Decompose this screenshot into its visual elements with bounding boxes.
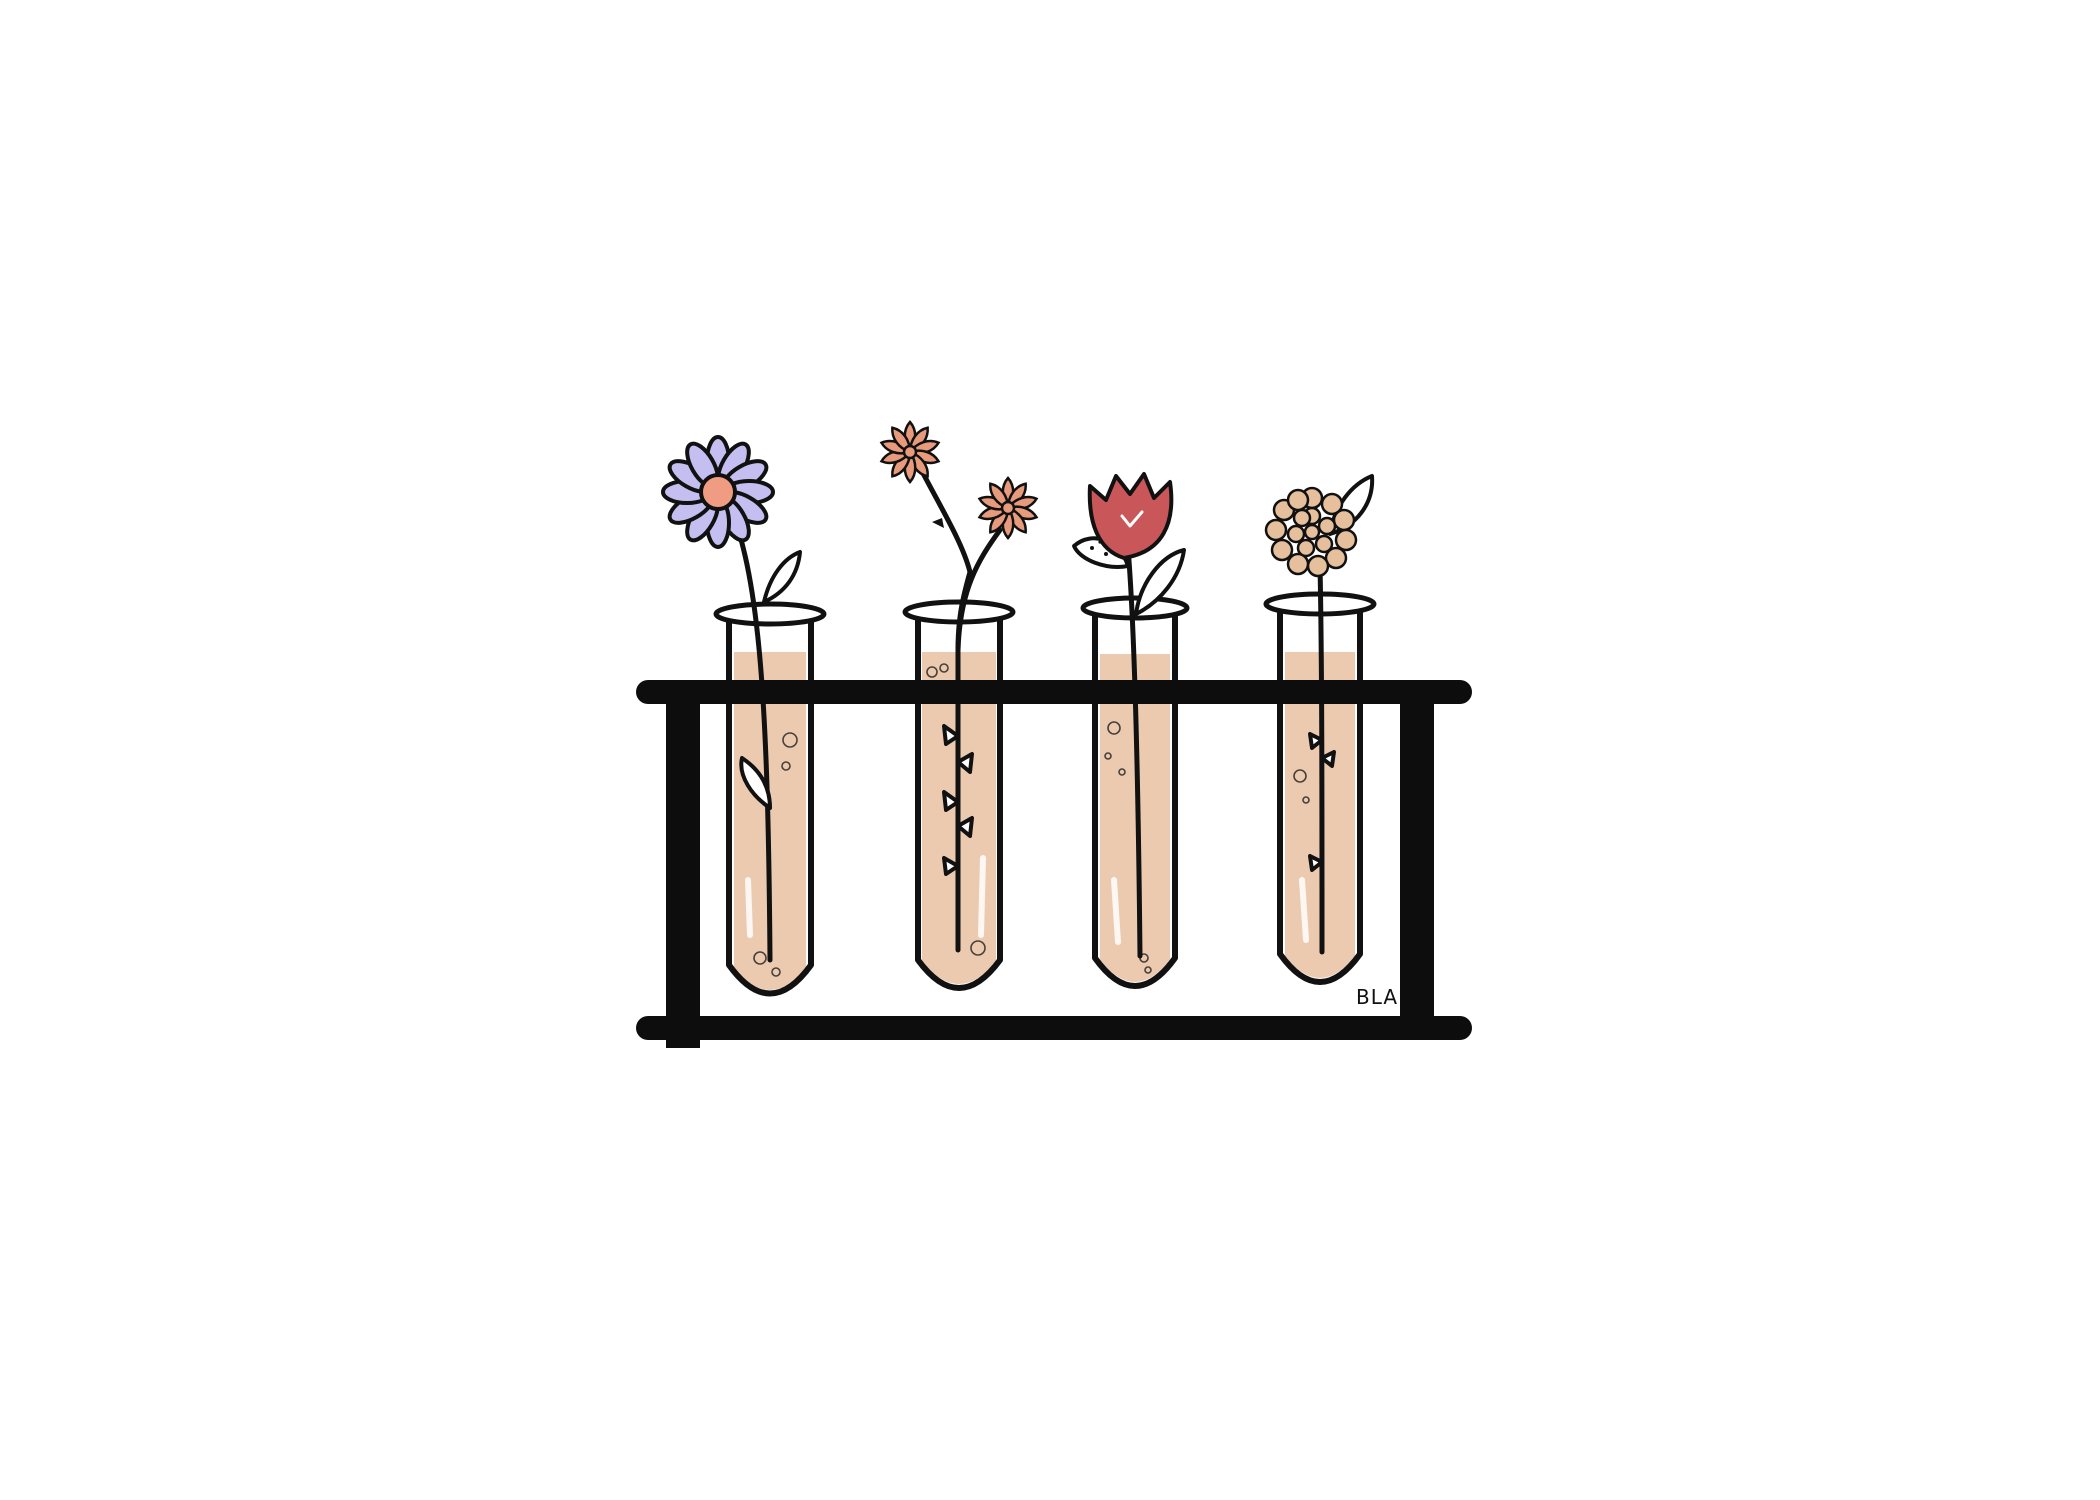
tulip-flower (1087, 472, 1174, 560)
tube-1-bubbles (753, 732, 798, 977)
stem-2-thorns (942, 724, 974, 876)
test-tube-3 (1080, 595, 1190, 989)
orange-flower-right (976, 476, 1040, 540)
orange-flower-left (878, 420, 942, 484)
tube-2-bubbles (926, 663, 986, 956)
rack-top-bar (636, 680, 1472, 704)
rack-right-leg (1400, 692, 1434, 1024)
tulip-leaf-right (1134, 548, 1186, 616)
daisy-leaf-bottom (739, 756, 772, 810)
glass-tube-2 (915, 613, 1003, 991)
test-tube-group (713, 591, 1377, 997)
tube-4-bubbles (1293, 769, 1310, 804)
rack-bottom-bar (636, 1016, 1472, 1040)
test-tube-rack (636, 680, 1472, 1048)
rack-left-leg (666, 692, 700, 1048)
glass-tube-3 (1092, 611, 1178, 989)
dahlia-flower (1264, 486, 1358, 578)
daisy-flower (661, 435, 775, 549)
daisy-leaf-top (762, 550, 802, 604)
glass-tube-4 (1277, 607, 1363, 985)
artist-signature: BLA (1356, 985, 1398, 1009)
glass-tube-1 (726, 615, 814, 997)
daisy-center (699, 473, 737, 511)
tube-1-rim (713, 601, 827, 627)
